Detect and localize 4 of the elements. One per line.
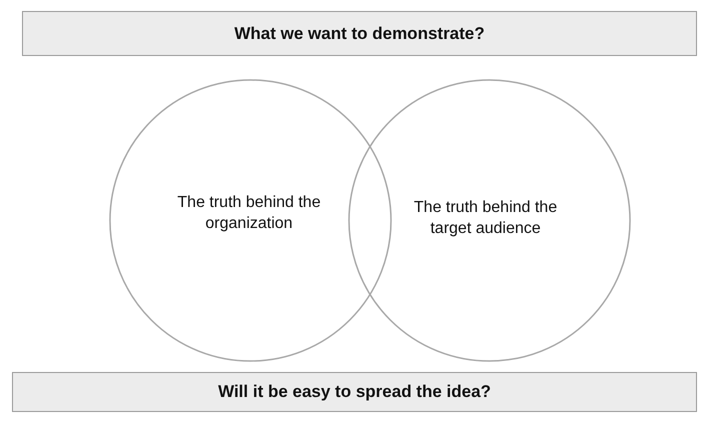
header-bar: What we want to demonstrate?: [22, 11, 697, 56]
circle-label: The truth behind the organization: [176, 193, 322, 234]
footer-bar: Will it be easy to spread the idea?: [12, 372, 697, 412]
circle-label: The truth behind the target audience: [412, 198, 558, 239]
